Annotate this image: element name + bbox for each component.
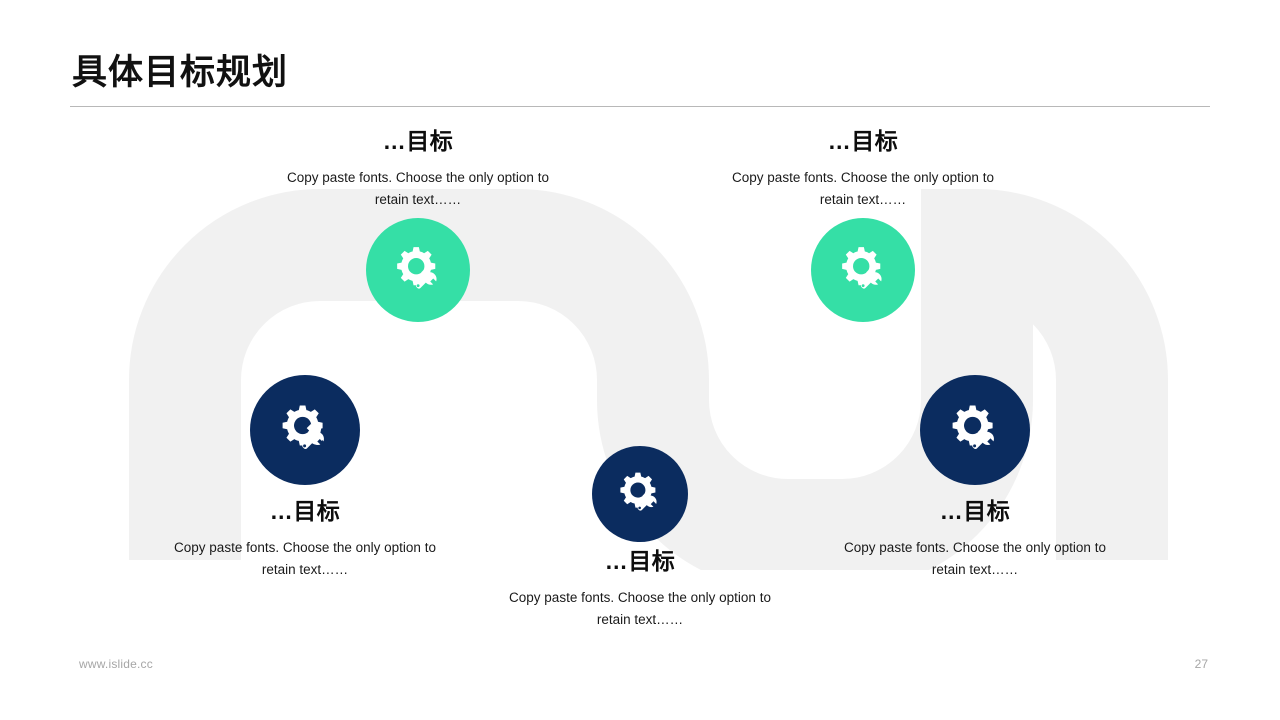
stage-3-icon-circle[interactable]: [592, 446, 688, 542]
stage-1-icon-circle[interactable]: [250, 375, 360, 485]
stage-5-icon-circle[interactable]: [920, 375, 1030, 485]
stage-4-icon-circle[interactable]: [811, 218, 915, 322]
stage-4-heading: …目标: [827, 128, 899, 154]
stage-5-heading: …目标: [939, 498, 1011, 524]
stage-2-heading: …目标: [382, 128, 454, 154]
page-number: 27: [1194, 657, 1208, 671]
stage-1-heading: …目标: [269, 498, 341, 524]
stage-1-body: Copy paste fonts. Choose the only option…: [174, 539, 436, 577]
stage-5: …目标 Copy paste fonts. Choose the only op…: [825, 497, 1125, 580]
stage-4: …目标 Copy paste fonts. Choose the only op…: [713, 127, 1013, 210]
stage-3: …目标 Copy paste fonts. Choose the only op…: [490, 547, 790, 630]
title-divider: [70, 106, 1210, 107]
gear-wrench-icon: [833, 240, 894, 301]
page-title: 具体目标规划: [72, 53, 289, 92]
stage-3-body: Copy paste fonts. Choose the only option…: [509, 589, 771, 627]
gear-wrench-icon: [612, 466, 668, 522]
stage-2-icon-circle[interactable]: [366, 218, 470, 322]
stage-2: …目标 Copy paste fonts. Choose the only op…: [268, 127, 568, 210]
gear-wrench-icon: [388, 240, 449, 301]
stage-5-body: Copy paste fonts. Choose the only option…: [844, 539, 1106, 577]
gear-wrench-icon: [943, 398, 1007, 462]
gear-wrench-icon: [273, 398, 337, 462]
stage-4-body: Copy paste fonts. Choose the only option…: [732, 169, 994, 207]
stage-2-body: Copy paste fonts. Choose the only option…: [287, 169, 549, 207]
stage-1: …目标 Copy paste fonts. Choose the only op…: [155, 497, 455, 580]
stage-3-heading: …目标: [604, 548, 676, 574]
footer-url[interactable]: www.islide.cc: [79, 657, 153, 671]
